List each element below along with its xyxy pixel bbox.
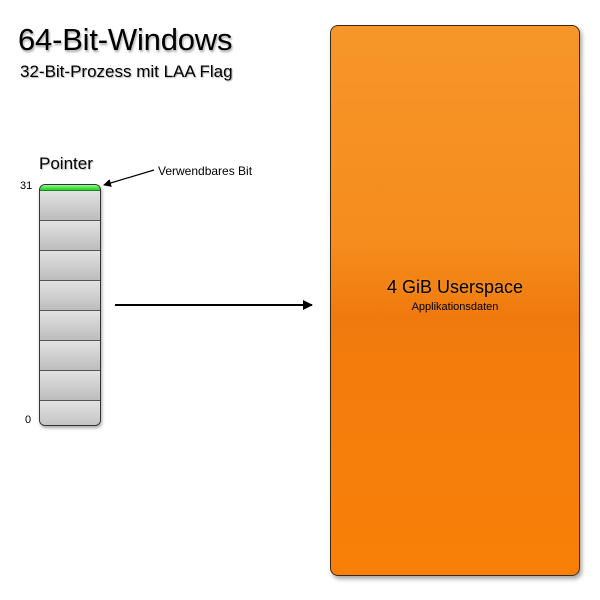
- userspace-title: 4 GiB Userspace: [386, 277, 524, 297]
- bit-index-low: 0: [25, 414, 32, 426]
- pointer-segment: [40, 311, 100, 341]
- userspace-subtitle: Applikationsdaten: [411, 301, 499, 313]
- userspace-block: 4 GiB Userspace Applikationsdaten: [330, 25, 580, 576]
- diagram-subtitle: 32-Bit-Prozess mit LAA Flag: [20, 62, 233, 81]
- pointer-segment: [40, 251, 100, 281]
- pointer-segment: [40, 371, 100, 401]
- usable-bit: [40, 185, 100, 191]
- pointer-segment: [40, 281, 100, 311]
- pointer-register: [39, 184, 101, 426]
- pointer-segment: [40, 191, 100, 221]
- usable-bit-callout-arrow: [103, 169, 155, 187]
- pointer-segment: [40, 341, 100, 371]
- bit-index-high: 31: [20, 180, 33, 192]
- usable-bit-label: Verwendbares Bit: [158, 164, 253, 178]
- pointer-label: Pointer: [39, 154, 93, 173]
- diagram-title: 64-Bit-Windows: [18, 22, 233, 57]
- pointer-segment: [40, 401, 100, 425]
- pointer-segment: [40, 221, 100, 251]
